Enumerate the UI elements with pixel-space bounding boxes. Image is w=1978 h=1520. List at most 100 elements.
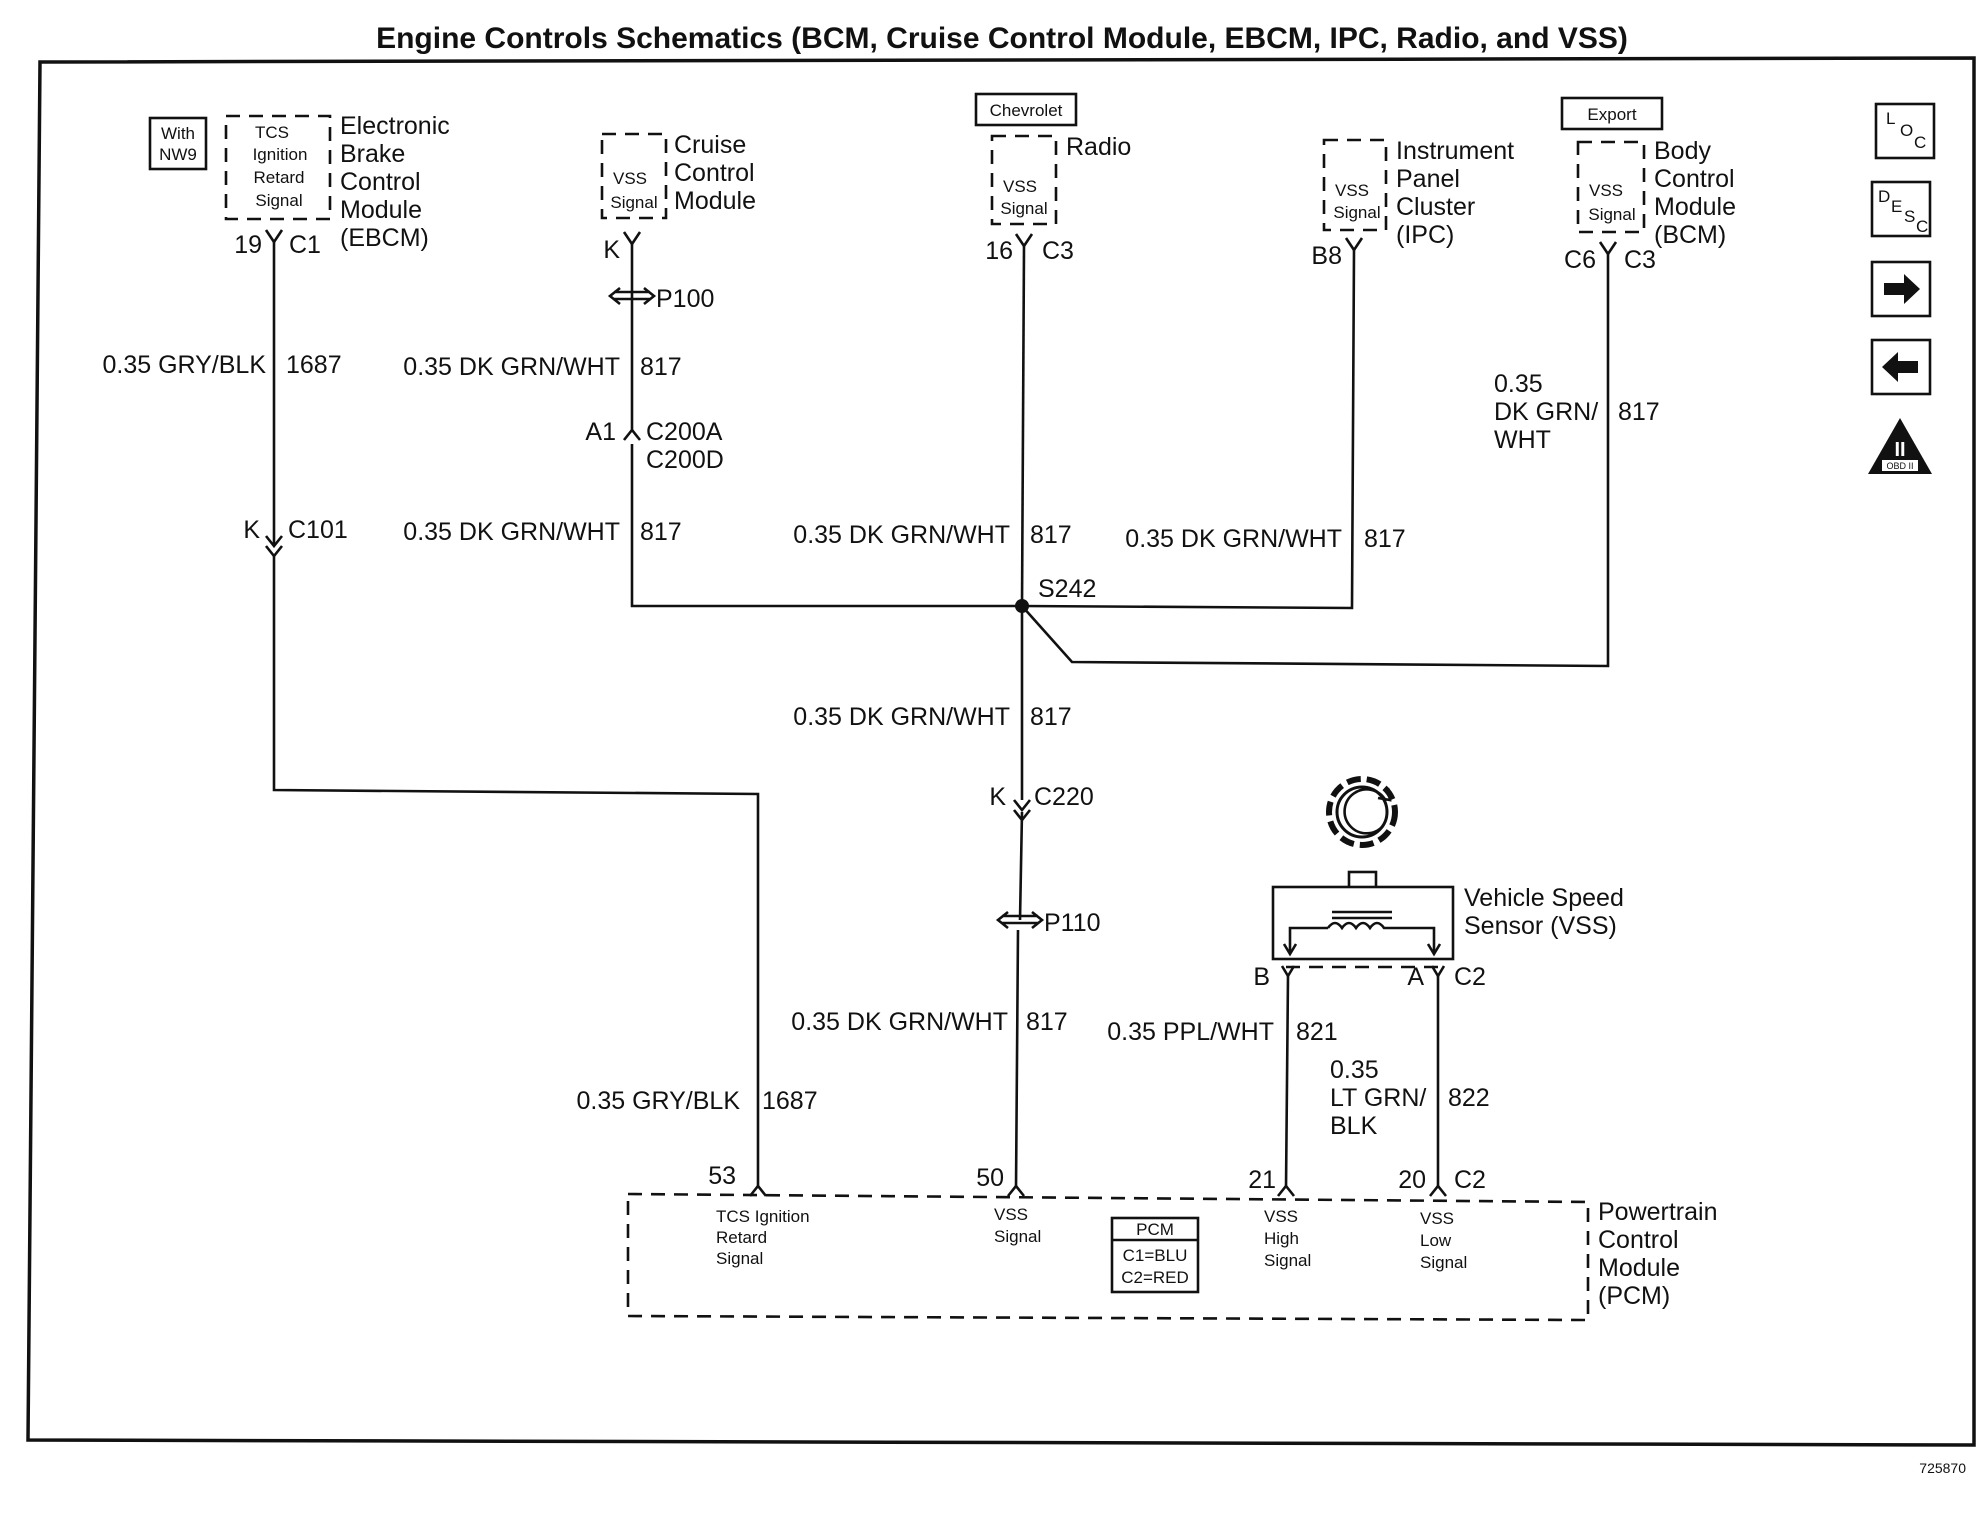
splice-id: S242 xyxy=(1038,575,1096,603)
icon-letter: S xyxy=(1904,207,1915,226)
body-control-module: Export VSS Signal Body Control Module (B… xyxy=(1560,96,1736,274)
radio-module: Chevrolet VSS Signal Radio 16 C3 xyxy=(974,92,1131,265)
signal-label: Signal xyxy=(716,1249,763,1268)
signal-label: VSS xyxy=(613,169,647,188)
connector-id: C220 xyxy=(1034,783,1094,811)
icon-label: OBD II xyxy=(1886,461,1913,471)
module-name: Instrument xyxy=(1396,137,1514,165)
signal-label: Retard xyxy=(253,168,304,187)
pin-number: 16 xyxy=(985,237,1013,265)
obd-ii-warning-icon[interactable]: II OBD II xyxy=(1868,418,1932,474)
diagram-title: Engine Controls Schematics (BCM, Cruise … xyxy=(376,22,1628,55)
previous-page-arrow-icon[interactable] xyxy=(1870,338,1932,396)
figure-number: 725870 xyxy=(1919,1460,1966,1476)
c220-connector: K C220 xyxy=(989,783,1094,823)
signal-label: VSS xyxy=(1003,177,1037,196)
sensor-coil xyxy=(1288,921,1436,952)
module-name: (IPC) xyxy=(1396,221,1454,249)
next-page-arrow-icon[interactable] xyxy=(1870,260,1932,318)
wire-label: LT GRN/ xyxy=(1330,1084,1426,1112)
splice-pack-symbol xyxy=(995,910,1045,930)
circuit-number: 817 xyxy=(1618,398,1660,426)
pcm-dashed-box xyxy=(626,1192,1590,1322)
description-icon[interactable]: D E S C xyxy=(1870,180,1932,238)
signal-label: Low xyxy=(1420,1231,1452,1250)
wire-label: 0.35 DK GRN/WHT xyxy=(791,1008,1008,1036)
icon-letter: C xyxy=(1914,133,1926,152)
inline-connector-symbol xyxy=(1012,799,1032,823)
wire-label: BLK xyxy=(1330,1112,1378,1140)
pin-number: 20 xyxy=(1398,1166,1426,1194)
badge-line: NW9 xyxy=(159,145,197,164)
connector-id: C2 xyxy=(1454,1166,1486,1194)
ipc-dashed-box xyxy=(1322,138,1388,232)
signal-label: Ignition xyxy=(253,145,308,164)
splice-pack-id: P110 xyxy=(1044,909,1101,937)
module-name: Electronic xyxy=(340,112,450,140)
sensor-name: Vehicle Speed xyxy=(1464,884,1624,912)
signal-label: Signal xyxy=(994,1227,1041,1246)
pin-number: A xyxy=(1407,963,1424,991)
wire-label: 0.35 DK GRN/WHT xyxy=(793,703,1010,731)
wire-817-cruise xyxy=(630,244,1022,608)
inline-connector-symbol xyxy=(622,427,642,441)
signal-label: VSS xyxy=(1420,1209,1454,1228)
icon-letter: E xyxy=(1891,197,1902,216)
radio-dashed-box xyxy=(990,134,1058,226)
circuit-number: 1687 xyxy=(762,1087,818,1115)
vehicle-speed-sensor: Vehicle Speed Sensor (VSS) B A C2 xyxy=(1253,776,1624,991)
connector-id: C101 xyxy=(288,516,348,544)
circuit-number: 817 xyxy=(1030,521,1072,549)
signal-label: Retard xyxy=(716,1228,767,1247)
module-name: Module xyxy=(1598,1254,1680,1282)
module-name: Panel xyxy=(1396,165,1460,193)
signal-label: Signal xyxy=(1264,1251,1311,1270)
with-nw9-badge xyxy=(148,116,208,171)
module-name: Brake xyxy=(340,140,405,168)
location-icon[interactable]: L O C xyxy=(1874,102,1936,160)
wire-label: 0.35 GRY/BLK xyxy=(102,351,266,379)
wire-label: WHT xyxy=(1494,426,1551,454)
gear-rotation-icon xyxy=(1326,776,1398,848)
coil-arrows xyxy=(1282,943,1442,957)
powertrain-control-module: 53 50 21 20 C2 TCS Ignition Retard Signa… xyxy=(626,1162,1718,1322)
legend-entry: C2=RED xyxy=(1121,1268,1189,1287)
legend-entry: C1=BLU xyxy=(1123,1246,1188,1265)
circuit-number: 1687 xyxy=(286,351,342,379)
pin-number: A1 xyxy=(585,418,616,446)
signal-label: TCS Ignition xyxy=(716,1207,810,1226)
wire-label: 0.35 DK GRN/WHT xyxy=(1125,525,1342,553)
terminal-symbol xyxy=(264,229,284,245)
circuit-number: 817 xyxy=(1026,1008,1068,1036)
module-name: Module xyxy=(1654,193,1736,221)
sensor-name: Sensor (VSS) xyxy=(1464,912,1617,940)
pin-number: 50 xyxy=(976,1164,1004,1192)
module-name: Cluster xyxy=(1396,193,1475,221)
pin-number: C6 xyxy=(1564,246,1596,274)
ebcm-module: With NW9 TCS Ignition Retard Signal Elec… xyxy=(148,112,450,259)
pin-number: 53 xyxy=(708,1162,736,1190)
module-name: Control xyxy=(340,168,421,196)
circuit-number: 817 xyxy=(640,518,682,546)
wire-label: 0.35 DK GRN/WHT xyxy=(793,521,1010,549)
terminal-symbol xyxy=(1598,241,1618,257)
signal-label: High xyxy=(1264,1229,1299,1248)
wire-817-ipc xyxy=(1021,249,1356,610)
wire-label: 0.35 GRY/BLK xyxy=(576,1087,740,1115)
pin-number: B xyxy=(1253,963,1270,991)
connector-id: C200D xyxy=(646,446,724,474)
icon-label: II xyxy=(1894,439,1905,461)
signal-label: Signal xyxy=(1333,203,1380,222)
signal-label: TCS xyxy=(255,123,289,142)
pin-number: K xyxy=(243,516,260,544)
wire-817-trunk xyxy=(1014,606,1024,1189)
wire-1687 xyxy=(272,242,760,1188)
module-name: Radio xyxy=(1066,133,1131,161)
signal-label: Signal xyxy=(1588,205,1635,224)
connector-id: C200A xyxy=(646,418,723,446)
connector-id: C3 xyxy=(1042,237,1074,265)
badge-line: With xyxy=(161,124,195,143)
pin-number: B8 xyxy=(1311,242,1342,270)
icon-letter: C xyxy=(1916,217,1928,236)
